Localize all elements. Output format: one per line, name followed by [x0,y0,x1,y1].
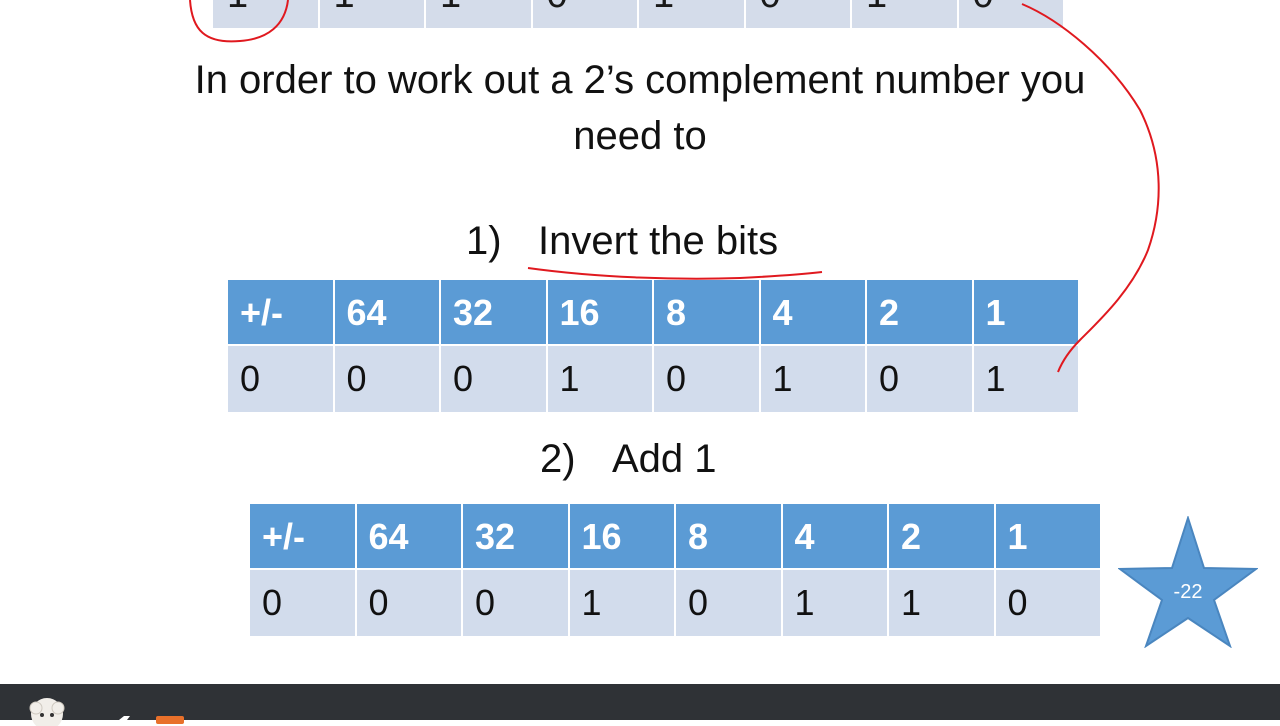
top-table-cell: 1 [426,0,533,28]
table-data-cell: 0 [676,570,783,636]
underline-annotation [527,267,823,280]
top-table-cell: 0 [532,0,639,28]
top-table-cell: 1 [319,0,426,28]
step-text: Add 1 [612,437,717,481]
table-header-cell: 64 [356,504,463,570]
app-icon[interactable] [104,714,186,724]
star-label: -22 [1173,581,1203,603]
table-header-cell: 1 [995,504,1102,570]
table-data-cell: 0 [463,570,570,636]
table-data-cell: 1 [782,570,889,636]
table-data-cell: 0 [356,570,463,636]
top-table-cell: 1 [852,0,959,28]
table-header-cell: 2 [889,504,996,570]
paragraph-line-2: need to [573,114,707,158]
step-text: Invert the bits [538,219,779,263]
top-table-cell: 0 [745,0,852,28]
slide: 1 1 1 0 1 0 1 0 In order to work out a 2… [0,0,1280,648]
table-data-cell: 0 [995,570,1102,636]
step-number: 1) [466,219,502,263]
top-partial-table: 1 1 1 0 1 0 1 0 [213,0,1065,28]
table-header-cell: 16 [547,280,654,346]
star-shape-icon [1118,516,1258,648]
table-header-cell: 1 [973,280,1080,346]
avatar-icon[interactable] [22,696,72,726]
paragraph-line-1: In order to work out a 2’s complement nu… [194,58,1086,102]
table-data-cell: 0 [867,346,974,412]
table-data-cell: 1 [569,570,676,636]
table-data-cell: 1 [973,346,1080,412]
table-data-cell: 0 [228,346,335,412]
top-table-cell: 1 [213,0,320,28]
table-header-cell: +/- [250,504,357,570]
result-bits-table: +/- 64 32 16 8 4 2 1 0 0 0 1 0 1 1 0 [250,504,1102,636]
inverted-bits-table: +/- 64 32 16 8 4 2 1 0 0 0 1 0 1 0 1 [228,280,1080,412]
table-header-cell: 16 [569,504,676,570]
table-data-cell: 0 [334,346,441,412]
table-header-cell: 32 [441,280,548,346]
table-header-cell: 8 [676,504,783,570]
taskbar [0,684,1280,720]
top-table-cell: 1 [639,0,746,28]
table-header-cell: 32 [463,504,570,570]
top-table-cell: 0 [958,0,1065,28]
table-data-cell: 0 [250,570,357,636]
table-data-cell: 1 [889,570,996,636]
instruction-paragraph: In order to work out a 2’s complement nu… [0,52,1280,164]
step-add-one: 2) Add 1 [540,434,717,484]
table-data-cell: 1 [760,346,867,412]
table-data-cell: 0 [654,346,761,412]
table-header-cell: 64 [334,280,441,346]
table-data-cell: 0 [441,346,548,412]
table-data-cell: 1 [547,346,654,412]
table-header-cell: 4 [760,280,867,346]
table-header-cell: +/- [228,280,335,346]
step-number: 2) [540,437,576,481]
table-header-cell: 8 [654,280,761,346]
table-header-cell: 2 [867,280,974,346]
step-invert-bits: 1) Invert the bits [466,216,778,266]
table-header-cell: 4 [782,504,889,570]
